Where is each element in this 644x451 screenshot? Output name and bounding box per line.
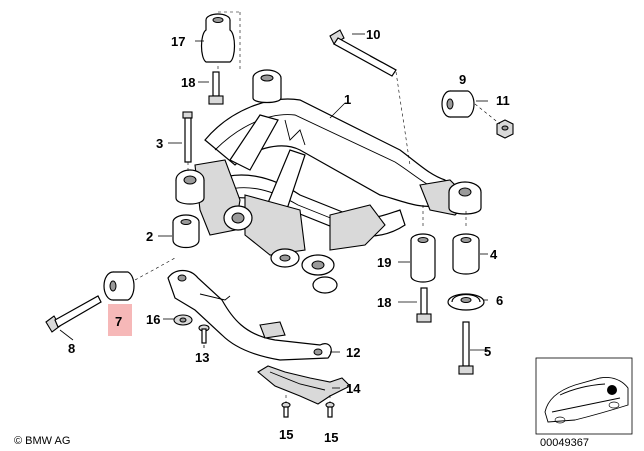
leader-lines [59,33,488,389]
callout-10: 10 [366,27,380,42]
part-7-bushing[interactable] [103,271,135,301]
diagram-number: 00049367 [540,437,589,449]
callout-5: 5 [484,344,491,359]
callout-11: 11 [496,93,510,108]
part-15-screw-right[interactable] [325,401,335,418]
callout-8: 8 [68,341,75,356]
part-10-long-bolt[interactable] [329,29,397,77]
callout-18-lower: 18 [377,295,391,310]
callout-4: 4 [490,247,498,262]
assembly-lines [134,11,501,403]
callout-15-left: 15 [279,427,293,442]
part-8-bolt[interactable] [45,295,102,333]
part-15-screw-left[interactable] [281,401,291,418]
callout-7: 7 [115,314,122,329]
callout-14: 14 [346,381,361,396]
location-marker-icon [607,385,617,395]
part-9-bushing[interactable] [441,90,475,118]
callout-16: 16 [146,312,160,327]
part-12-bracket[interactable] [167,269,332,361]
part-5-bolt[interactable] [458,321,474,375]
part-2-bushing[interactable] [172,214,200,249]
part-14-cover[interactable] [257,365,351,405]
copyright-text: © BMW AG [14,435,70,447]
callout-19: 19 [377,255,391,270]
callout-9: 9 [459,72,466,87]
callout-6: 6 [496,293,503,308]
callout-18-upper: 18 [181,75,195,90]
callout-12: 12 [346,345,360,360]
subframe-bushings [175,69,482,294]
callout-2: 2 [146,229,153,244]
part-6-washer[interactable] [447,293,485,311]
callout-15-right: 15 [324,430,338,445]
part-3-bolt[interactable] [182,111,193,163]
part-4-rubber-mount[interactable] [452,233,480,275]
callout-1: 1 [344,92,351,107]
part-11-nut[interactable] [496,119,514,139]
callout-13: 13 [195,350,209,365]
part-7-highlight [108,304,132,336]
part-17-rubber-mount[interactable] [200,13,236,63]
vehicle-location-thumbnail [535,357,633,435]
part-13-screw[interactable] [198,324,210,344]
part-18-bolt-lower[interactable] [416,287,432,323]
part-19-rubber-mount[interactable] [410,233,436,283]
callout-3: 3 [156,136,163,151]
callout-labels: 17 18 3 10 1 9 11 2 4 19 18 6 5 7 16 13 … [68,27,510,445]
part-16-grommet[interactable] [173,314,193,326]
rear-axle-carrier[interactable] [194,98,471,256]
part-18-bolt-upper[interactable] [208,71,224,105]
callout-17: 17 [171,34,185,49]
